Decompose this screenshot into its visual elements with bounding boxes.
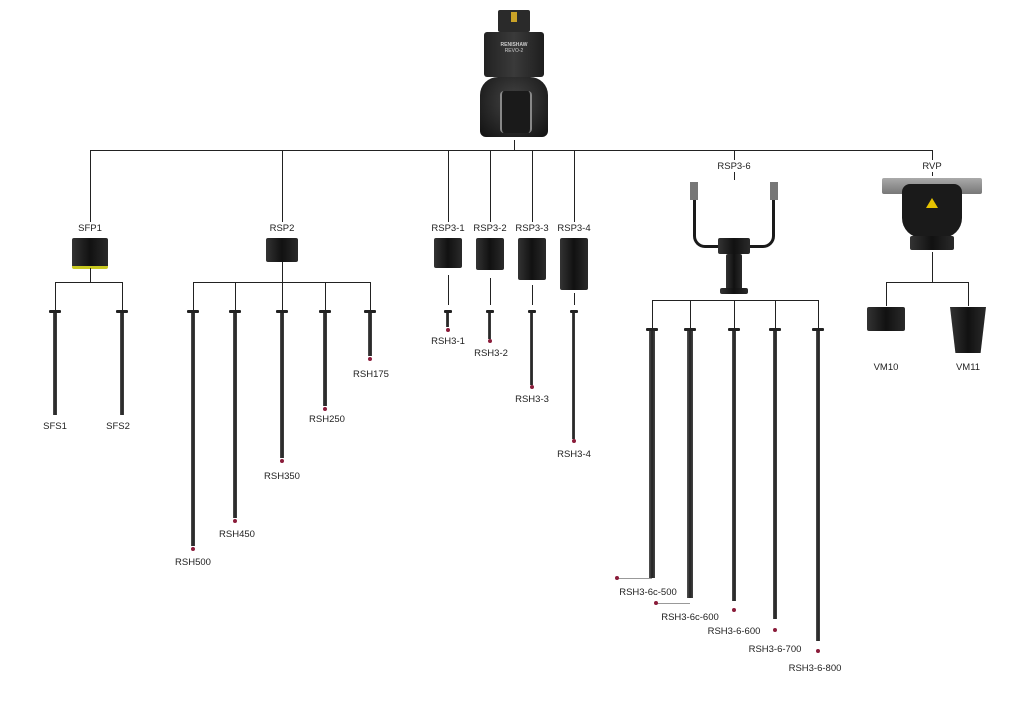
sfs1-stylus	[53, 313, 57, 415]
sfs2-stylus	[120, 313, 124, 415]
vm11-module	[950, 307, 986, 353]
rsh250-stylus	[323, 313, 327, 406]
stylus-label-rsh3-3: RSH3-3	[515, 394, 549, 405]
module-label-rvp: RVP	[922, 161, 942, 172]
stylus-label-rsh500: RSH500	[175, 557, 211, 568]
rsh3-6-700-stylus	[773, 331, 777, 619]
stylus-label-sfs2: SFS2	[106, 421, 130, 432]
rsh500-stylus	[191, 313, 195, 546]
rsh3-6-800-stylus	[816, 331, 820, 641]
rsp3-3-module	[518, 238, 546, 280]
rsh350-stylus	[280, 313, 284, 458]
rvp-module	[882, 176, 982, 252]
rsp3-4-module	[560, 238, 588, 290]
stylus-label-rsh3-1: RSH3-1	[431, 336, 465, 347]
rsh175-stylus	[368, 313, 372, 356]
rsh3-6c-500-stylus	[649, 331, 655, 578]
stylus-label-sfs1: SFS1	[43, 421, 67, 432]
stylus-label-rsh3-2: RSH3-2	[474, 348, 508, 359]
head-joint	[480, 77, 548, 137]
module-label-rsp3-2: RSP3-2	[473, 223, 507, 234]
warning-icon	[926, 198, 938, 208]
stylus-label-rsh450: RSH450	[219, 529, 255, 540]
revo-head: RENISHAW REVO-2	[480, 10, 548, 140]
rsh3-6-600-stylus	[732, 331, 736, 601]
stylus-label-rsh3-6c-600: RSH3-6c-600	[661, 612, 719, 623]
stylus-label-rsh3-6c-500: RSH3-6c-500	[619, 587, 677, 598]
rsh450-stylus	[233, 313, 237, 518]
brand-logo: RENISHAW	[500, 42, 528, 48]
stylus-label-rsh3-6-800: RSH3-6-800	[788, 663, 842, 674]
sfp1-module	[72, 238, 108, 269]
module-label-rsp3-4: RSP3-4	[557, 223, 591, 234]
rsp3-6-module	[690, 180, 778, 298]
module-label-vm11: VM11	[955, 362, 981, 373]
module-label-rsp2: RSP2	[269, 223, 295, 234]
head-top	[498, 10, 530, 32]
head-body: RENISHAW REVO-2	[484, 32, 544, 77]
vm10-module	[867, 307, 905, 331]
rsh3-6c-600-stylus	[687, 331, 693, 598]
rsp3-1-module	[434, 238, 462, 268]
rsp2-module	[266, 238, 298, 262]
module-label-sfp1: SFP1	[78, 223, 102, 234]
module-label-vm10: VM10	[873, 362, 899, 373]
stylus-label-rsh3-6-700: RSH3-6-700	[748, 644, 802, 655]
module-label-rsp3-3: RSP3-3	[515, 223, 549, 234]
rsp3-2-module	[476, 238, 504, 270]
stylus-label-rsh250: RSH250	[309, 414, 345, 425]
main-bus-line	[90, 150, 933, 151]
stylus-label-rsh175: RSH175	[353, 369, 389, 380]
model-label: REVO-2	[504, 48, 524, 54]
stylus-label-rsh3-6-600: RSH3-6-600	[707, 626, 761, 637]
module-label-rsp3-1: RSP3-1	[431, 223, 465, 234]
module-label-rsp3-6: RSP3-6	[717, 161, 751, 172]
stylus-label-rsh3-4: RSH3-4	[557, 449, 591, 460]
stylus-label-rsh350: RSH350	[264, 471, 300, 482]
